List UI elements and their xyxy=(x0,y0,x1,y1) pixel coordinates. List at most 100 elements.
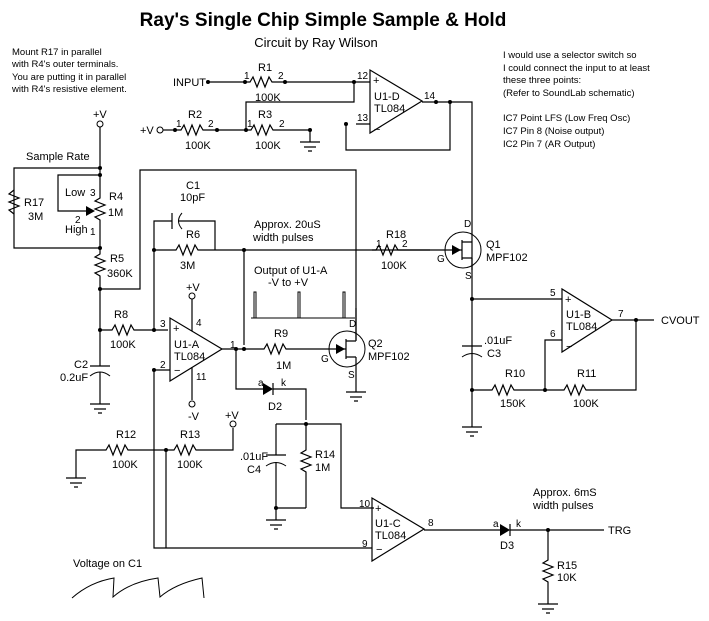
svg-text:R6: R6 xyxy=(186,229,200,241)
svg-text:R12: R12 xyxy=(116,429,136,441)
svg-text:R1: R1 xyxy=(258,62,272,74)
trg-label: TRG xyxy=(608,525,631,537)
svg-text:Output of U1-A: Output of U1-A xyxy=(254,265,328,277)
vplus-terminal-r4 xyxy=(96,120,104,128)
svg-text:I could connect the input to a: I could connect the input to at least xyxy=(503,63,650,74)
vplus-label-r13: +V xyxy=(225,410,239,422)
svg-text:R2: R2 xyxy=(188,109,202,121)
svg-text:1M: 1M xyxy=(315,462,330,474)
svg-text:10pF: 10pF xyxy=(180,192,205,204)
svg-text:-V to +V: -V to +V xyxy=(268,277,309,289)
opamp-u1a: + − U1-A TL084 3 2 1 4 11 xyxy=(160,316,236,383)
svg-text:1: 1 xyxy=(247,119,253,130)
ground-icon xyxy=(300,141,320,152)
svg-text:S: S xyxy=(465,271,472,282)
svg-text:3: 3 xyxy=(160,319,166,330)
svg-text:+: + xyxy=(373,75,379,87)
svg-text:U1-C: U1-C xyxy=(375,518,401,530)
svg-text:width pulses: width pulses xyxy=(252,232,314,244)
svg-text:150K: 150K xyxy=(500,398,526,410)
svg-text:R9: R9 xyxy=(274,328,288,340)
svg-text:1: 1 xyxy=(376,239,382,250)
svg-text:+: + xyxy=(173,323,179,335)
svg-text:U1-B: U1-B xyxy=(566,309,591,321)
svg-text:100K: 100K xyxy=(112,459,138,471)
svg-text:TL084: TL084 xyxy=(374,103,405,115)
svg-text:C3: C3 xyxy=(487,348,501,360)
svg-text:a: a xyxy=(258,378,264,389)
svg-text:IC7 Pin 8 (Noise output): IC7 Pin 8 (Noise output) xyxy=(503,126,604,137)
resistor-r8: R8 100K xyxy=(100,309,168,351)
svg-text:−: − xyxy=(376,544,382,556)
resistor-r15: R15 10K xyxy=(541,530,577,604)
low-label: Low xyxy=(65,187,85,199)
resistor-r10: R10 150K xyxy=(472,368,545,410)
svg-text:IC7 Point LFS (Low Freq Osc): IC7 Point LFS (Low Freq Osc) xyxy=(503,113,630,124)
svg-text:k: k xyxy=(516,519,522,530)
svg-text:14: 14 xyxy=(424,91,436,102)
svg-text:6: 6 xyxy=(550,329,556,340)
svg-text:10K: 10K xyxy=(557,572,577,584)
svg-text:1M: 1M xyxy=(108,207,123,219)
svg-text:−: − xyxy=(566,341,572,353)
vplus-terminal-r13 xyxy=(229,420,237,428)
svg-text:100K: 100K xyxy=(185,140,211,152)
svg-text:5: 5 xyxy=(550,288,556,299)
svg-text:R5: R5 xyxy=(110,253,124,265)
svg-text:1: 1 xyxy=(176,119,182,130)
resistor-r14: R14 1M xyxy=(299,424,335,508)
svg-text:R15: R15 xyxy=(557,560,577,572)
svg-text:TL084: TL084 xyxy=(375,530,406,542)
svg-text:Mount R17 in parallel: Mount R17 in parallel xyxy=(12,47,102,58)
jfet-q1: D G S Q1 MPF102 xyxy=(430,219,528,282)
svg-text:2: 2 xyxy=(208,119,214,130)
resistor-r18: R18 100K 1 2 xyxy=(372,229,430,272)
svg-text:13: 13 xyxy=(357,113,369,124)
svg-text:C1: C1 xyxy=(186,180,200,192)
svg-text:C4: C4 xyxy=(247,464,261,476)
resistor-r12: R12 100K xyxy=(100,429,166,471)
subtitle: Circuit by Ray Wilson xyxy=(254,35,378,50)
svg-text:D: D xyxy=(464,219,471,230)
svg-text:R17: R17 xyxy=(24,197,44,209)
svg-text:2: 2 xyxy=(279,119,285,130)
svg-text:G: G xyxy=(437,254,445,265)
svg-text:−: − xyxy=(374,124,380,136)
capacitor-c3: .01uF C3 xyxy=(461,335,512,360)
capacitor-c4: .01uF C4 xyxy=(240,424,306,520)
vplus-label-r2: +V xyxy=(140,125,154,137)
opamp-u1c: + − U1-C TL084 10 9 8 xyxy=(359,496,434,563)
svg-text:+: + xyxy=(375,503,381,515)
svg-text:3M: 3M xyxy=(28,211,43,223)
vplus-terminal xyxy=(156,126,164,134)
svg-text:100K: 100K xyxy=(255,140,281,152)
resistor-r3: R3 100K 1 2 xyxy=(246,109,311,152)
svg-text:1: 1 xyxy=(244,71,250,82)
svg-text:I would use a selector switch: I would use a selector switch so xyxy=(503,50,637,61)
svg-text:2: 2 xyxy=(278,71,284,82)
note-6ms: Approx. 6mS width pulses xyxy=(532,487,597,512)
svg-text:IC2 Pin 7 (AR Output): IC2 Pin 7 (AR Output) xyxy=(503,139,595,150)
svg-text:1: 1 xyxy=(90,227,96,238)
svg-text:R11: R11 xyxy=(577,368,596,380)
svg-text:R10: R10 xyxy=(505,368,525,380)
voltage-c1-label: Voltage on C1 xyxy=(73,558,142,570)
svg-text:k: k xyxy=(281,378,287,389)
svg-text:100K: 100K xyxy=(573,398,599,410)
svg-text:Q1: Q1 xyxy=(486,239,501,251)
svg-text:G: G xyxy=(321,354,329,365)
svg-text:width pulses: width pulses xyxy=(532,500,594,512)
svg-text:(Refer to SoundLab schematic): (Refer to SoundLab schematic) xyxy=(503,88,634,99)
note-output-u1a: Output of U1-A -V to +V xyxy=(254,265,328,289)
svg-text:S: S xyxy=(348,370,355,381)
vminus-terminal-u1a xyxy=(188,400,196,408)
svg-text:1: 1 xyxy=(230,340,236,351)
svg-text:MPF102: MPF102 xyxy=(486,252,528,264)
svg-text:100K: 100K xyxy=(381,260,407,272)
svg-text:100K: 100K xyxy=(255,92,281,104)
page-title: Ray's Single Chip Simple Sample & Hold xyxy=(140,10,507,31)
svg-text:−: − xyxy=(174,365,180,377)
svg-text:9: 9 xyxy=(362,539,368,550)
svg-text:3: 3 xyxy=(90,188,96,199)
